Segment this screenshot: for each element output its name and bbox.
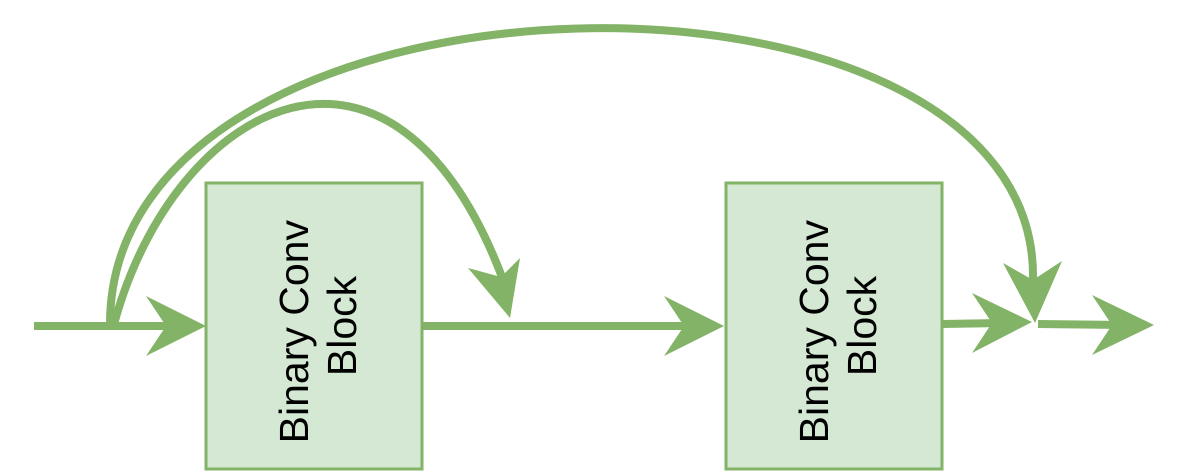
block-1-label-line2: Block [319,275,365,376]
inner-skip-curve [110,100,509,326]
block-2-label: Binary Conv Block [791,209,885,444]
block-1-label: Binary Conv Block [271,209,365,444]
block-1-rect [204,181,424,471]
outer-skip-arrow-head [1003,261,1062,323]
input-arrow [34,296,206,356]
block-2-label-line2: Block [839,275,885,376]
outer-skip-curve [106,24,1038,325]
input-arrow-head [146,296,206,356]
binary-conv-block-1[interactable]: Binary Conv Block [204,181,424,471]
output-arrow-head [1092,295,1154,355]
block-1-label-line1: Binary Conv [271,220,317,444]
output-arrow [1037,295,1154,355]
inner-skip-connection [110,100,520,326]
block1-to-block2-arrow [422,296,724,356]
binary-conv-block-2[interactable]: Binary Conv Block [724,181,944,471]
block2-to-merge-arrow-head [972,293,1032,353]
inner-skip-arrow-head [468,258,520,318]
block-2-label-line1: Binary Conv [791,220,837,444]
outer-skip-connection [106,24,1062,325]
block-2-rect [724,181,944,471]
block1-to-block2-arrow-head [664,296,724,356]
output-line [1037,320,1125,329]
block2-to-merge-arrow [941,293,1032,353]
